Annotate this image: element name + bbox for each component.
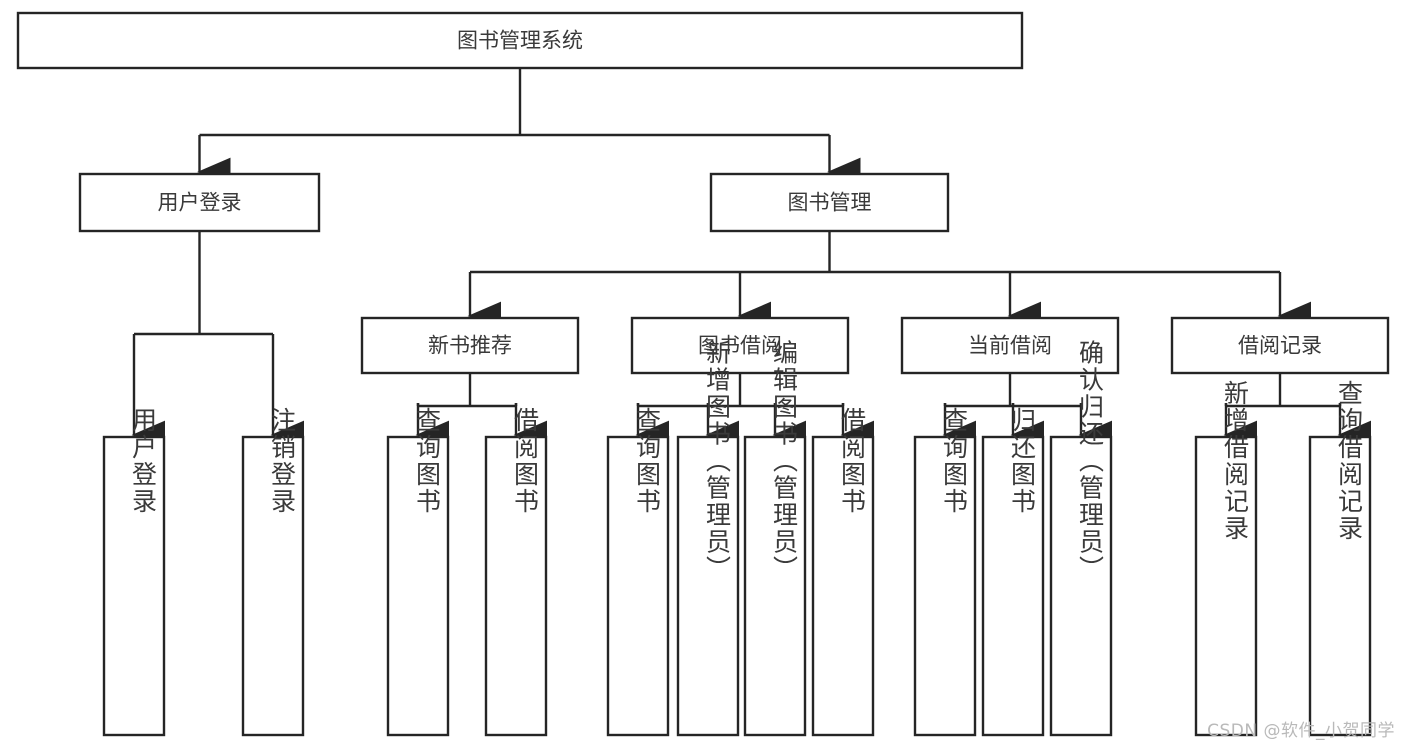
node-leaf-borrow-book-2[interactable]: 借阅图书	[811, 407, 875, 737]
node-leaf-borrow-book-1-label: 借阅图书	[511, 407, 540, 515]
node-current-borrow-label: 当前借阅	[968, 334, 1052, 358]
node-current-borrow[interactable]: 当前借阅	[900, 316, 1120, 375]
node-leaf-add-record-rect	[1194, 435, 1258, 737]
node-leaf-query-book-2-rect	[606, 435, 670, 737]
node-new-book-rec-label: 新书推荐	[428, 334, 512, 358]
node-book-borrow-label: 图书借阅	[698, 334, 782, 358]
node-leaf-query-book-3-rect	[913, 435, 977, 737]
node-leaf-borrow-book-2-rect	[811, 435, 875, 737]
node-leaf-edit-book-rect	[743, 435, 807, 737]
node-leaf-query-book-1-label: 查询图书	[413, 407, 442, 515]
node-leaf-edit-book[interactable]: 编辑图书（管理员）	[743, 340, 807, 737]
node-leaf-borrow-book-1[interactable]: 借阅图书	[484, 407, 548, 737]
node-leaf-query-record-label: 查询借阅记录	[1335, 380, 1364, 542]
node-leaf-confirm-return[interactable]: 确认归还（管理员）	[1049, 340, 1113, 737]
node-leaf-query-book-3-label: 查询图书	[940, 407, 969, 515]
node-leaf-user-login-label: 用户登录	[129, 407, 158, 515]
node-leaf-return-book-label: 归还图书	[1008, 407, 1037, 515]
node-leaf-user-login[interactable]: 用户登录	[102, 407, 166, 737]
node-leaf-edit-book-label: 编辑图书（管理员）	[770, 340, 799, 583]
node-leaf-add-record-label: 新增借阅记录	[1221, 380, 1250, 542]
node-user-login[interactable]: 用户登录	[78, 172, 321, 233]
node-leaf-confirm-return-rect	[1049, 435, 1113, 737]
node-leaf-add-book-rect	[676, 435, 740, 737]
node-leaf-query-book-1[interactable]: 查询图书	[386, 407, 450, 737]
node-leaf-add-book-label: 新增图书（管理员）	[703, 340, 732, 583]
node-book-manage[interactable]: 图书管理	[709, 172, 950, 233]
node-new-book-rec-rect	[360, 316, 580, 375]
node-book-manage-label: 图书管理	[788, 191, 872, 215]
node-leaf-add-record[interactable]: 新增借阅记录	[1194, 380, 1258, 737]
node-current-borrow-rect	[900, 316, 1120, 375]
node-user-login-label: 用户登录	[158, 191, 242, 215]
node-leaf-query-book-2-label: 查询图书	[633, 407, 662, 515]
node-leaf-user-logout[interactable]: 注销登录	[241, 407, 305, 737]
node-leaf-user-logout-label: 注销登录	[268, 407, 297, 515]
node-book-borrow-rect	[630, 316, 850, 375]
node-leaf-query-record-rect	[1308, 435, 1372, 737]
node-user-login-rect	[78, 172, 321, 233]
node-leaf-return-book[interactable]: 归还图书	[981, 407, 1045, 737]
node-leaf-borrow-book-2-label: 借阅图书	[838, 407, 867, 515]
node-leaf-query-book-2[interactable]: 查询图书	[606, 407, 670, 737]
node-leaf-user-login-rect	[102, 435, 166, 737]
node-root-system[interactable]: 图书管理系统	[16, 11, 1024, 70]
node-leaf-add-book[interactable]: 新增图书（管理员）	[676, 340, 740, 737]
node-leaf-user-logout-rect	[241, 435, 305, 737]
node-leaf-borrow-book-1-rect	[484, 435, 548, 737]
node-book-borrow[interactable]: 图书借阅	[630, 316, 850, 375]
node-root-system-rect	[16, 11, 1024, 70]
node-new-book-rec[interactable]: 新书推荐	[360, 316, 580, 375]
node-leaf-query-book-1-rect	[386, 435, 450, 737]
node-leaf-query-record[interactable]: 查询借阅记录	[1308, 380, 1372, 737]
node-book-manage-rect	[709, 172, 950, 233]
node-borrow-record-rect	[1170, 316, 1390, 375]
node-borrow-record[interactable]: 借阅记录	[1170, 316, 1390, 375]
node-leaf-query-book-3[interactable]: 查询图书	[913, 407, 977, 737]
node-leaf-return-book-rect	[981, 435, 1045, 737]
connector-lines	[131, 68, 1372, 450]
csdn-watermark: CSDN @软件_小贺同学	[1207, 721, 1395, 741]
node-leaf-confirm-return-label: 确认归还（管理员）	[1076, 340, 1105, 583]
node-root-system-label: 图书管理系统	[457, 29, 583, 53]
node-borrow-record-label: 借阅记录	[1238, 334, 1322, 358]
node-boxes: 图书管理系统用户登录图书管理新书推荐图书借阅当前借阅借阅记录用户登录注销登录查询…	[16, 11, 1390, 737]
